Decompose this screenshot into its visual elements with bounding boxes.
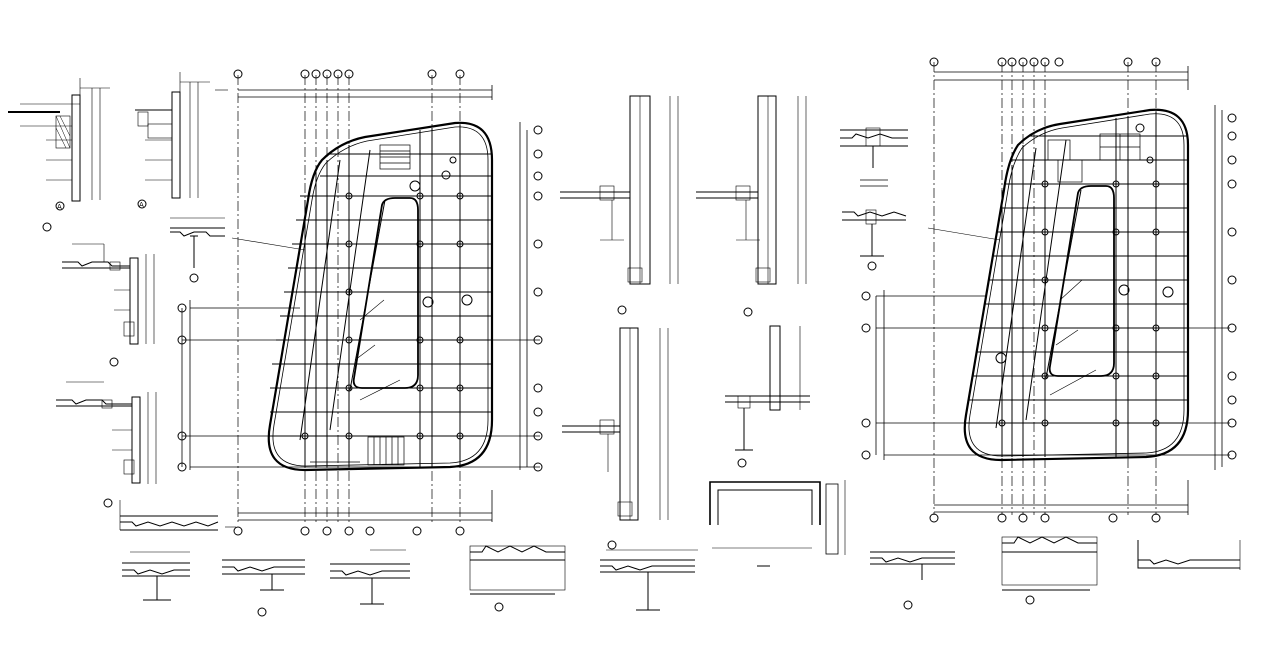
deck-detail-8 [1001, 536, 1098, 605]
plan-left-columns [301, 156, 473, 440]
plan-left-atrium-void [352, 197, 419, 389]
plan-right-vertical-beams [1001, 112, 1157, 457]
section-detail-b1 [62, 243, 155, 367]
plan-left-outline [267, 121, 494, 472]
plan-right-dimension-lines [875, 66, 1230, 515]
floor-plan-left [177, 69, 543, 536]
deck-detail-5 [469, 545, 566, 612]
plan-right-axis-bubbles-right [1227, 113, 1237, 460]
deck-detail-6 [600, 549, 698, 611]
deck-detail-1 [119, 500, 236, 531]
wall-section-m1 [560, 95, 679, 315]
plan-right-atrium-void [1048, 185, 1115, 377]
detail-bubble [42, 222, 52, 232]
plan-right-leaders [927, 227, 1097, 396]
section-detail-a2 [135, 72, 228, 209]
section-detail-a1 [8, 78, 110, 211]
plan-right-diagonal-beams [995, 139, 1082, 429]
plan-left-axis-bubbles-bottom [233, 526, 465, 536]
plan-left-axis-bubbles-right [533, 125, 543, 472]
plan-right-outline-inner [968, 113, 1185, 457]
section-tag-a2: A [139, 201, 144, 209]
parapet-section-m5 [709, 480, 846, 567]
deck-detail-7 [870, 551, 955, 610]
section-detail-c1 [170, 217, 225, 283]
wall-section-m2 [696, 95, 807, 317]
plan-right-axis-bubbles-left [861, 291, 871, 460]
plan-left-leaders [231, 237, 401, 401]
plan-right-columns [995, 123, 1174, 427]
beam-column-detail-m7 [842, 209, 907, 271]
wall-section-m3 [562, 327, 669, 550]
plan-right-outline [963, 108, 1190, 462]
plan-left-axis-bubbles-top [233, 69, 465, 79]
deck-detail-9 [1137, 540, 1241, 570]
section-details-left-column [8, 72, 228, 508]
plan-right-axis-bubbles-top [929, 57, 1161, 67]
wall-section-m4 [725, 325, 810, 468]
plan-left-outline-inner [272, 126, 489, 467]
middle-section-details [560, 95, 908, 567]
floor-plan-right [861, 57, 1237, 523]
deck-detail-2 [122, 551, 190, 601]
beam-column-detail-m6 [840, 127, 908, 187]
section-detail-b2 [56, 381, 157, 508]
plan-right-axis-bubbles-bottom [929, 513, 1161, 523]
plan-right-core-detail [1047, 133, 1141, 183]
deck-detail-3 [222, 559, 305, 617]
plan-left-diagonal-beams [299, 149, 386, 441]
section-tags: A A [57, 201, 144, 211]
bottom-row-details [119, 500, 1241, 617]
plan-left-axis-bubbles-left [177, 303, 187, 472]
section-tag-a1: A [57, 203, 62, 211]
deck-detail-4 [330, 549, 410, 605]
plan-left-stairs [310, 144, 411, 466]
